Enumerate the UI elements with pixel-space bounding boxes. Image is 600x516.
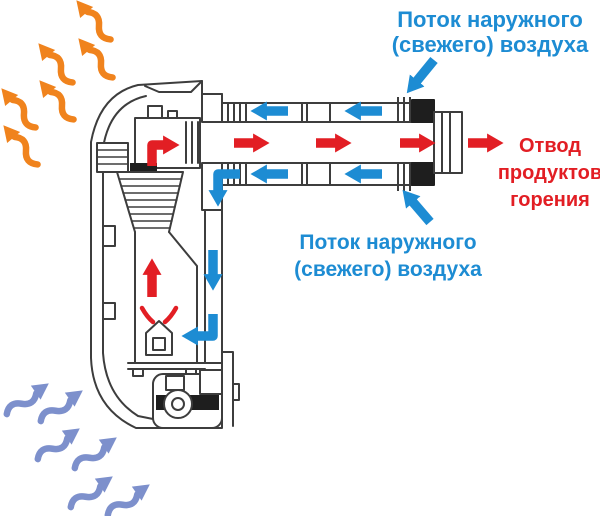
fin-funnel-hatch xyxy=(118,178,182,229)
exhaust-arrow-bend xyxy=(147,135,180,166)
exchanger-bracket-1 xyxy=(147,105,163,119)
fresh-arrow-junction-down xyxy=(208,169,240,207)
casing-top-step xyxy=(201,80,223,95)
warm-air-wavy-arrow xyxy=(32,38,78,89)
fresh-air-top-label-line1: Поток наружного xyxy=(397,7,583,32)
base-foot-1 xyxy=(132,368,144,377)
labels: Поток наружного (свежего) воздуха Поток … xyxy=(294,7,600,281)
fresh-arrow-to-burner xyxy=(181,314,218,346)
fresh-intake-diagonal-top xyxy=(406,56,438,94)
exhaust-label-line2: продуктов xyxy=(498,162,600,184)
fan-side-block xyxy=(199,369,223,395)
cool-air-wavy-arrow xyxy=(102,477,154,516)
fresh-air-flow-arrows xyxy=(181,56,438,346)
wall-pass-ribs xyxy=(397,97,411,191)
casing-outline xyxy=(90,80,223,429)
casing-inner-wall xyxy=(102,95,159,421)
cool-air-wavy-arrow xyxy=(69,430,121,474)
heat-exchanger-box xyxy=(134,117,201,169)
wall-seal-top xyxy=(411,99,435,123)
flue-connector-ribs xyxy=(185,121,199,164)
casing-top-inset xyxy=(144,81,202,93)
fresh-air-top-label-line2: (свежего) воздуха xyxy=(392,32,589,57)
exhaust-label-line3: горения xyxy=(510,189,590,211)
exchanger-seal-black xyxy=(130,163,157,171)
exhaust-label-line1: Отвод xyxy=(519,135,581,157)
fresh-air-bottom-label-line1: Поток наружного xyxy=(299,231,476,254)
pipe-end-cap-ribs xyxy=(441,112,451,173)
fresh-intake-diagonal-bottom xyxy=(402,189,434,226)
fin-channel-hatch xyxy=(97,149,128,165)
pipe-end-cap xyxy=(433,111,463,174)
burner-nozzle xyxy=(152,337,166,351)
warm-air-wavy-arrow xyxy=(70,0,116,46)
flue-flange-top xyxy=(201,93,223,123)
fan-hub-icon xyxy=(171,397,185,411)
fan-top-block xyxy=(165,375,185,391)
wall-seal-bottom xyxy=(411,162,435,186)
rear-column xyxy=(221,351,234,427)
cool-air-arrows xyxy=(1,376,154,516)
flame-icon xyxy=(139,305,179,325)
fin-funnel-outline xyxy=(116,171,184,233)
exchanger-bracket-2 xyxy=(167,110,178,119)
side-bracket-2 xyxy=(102,302,116,320)
pipe-section-joints xyxy=(301,103,331,185)
rear-tab xyxy=(232,383,240,401)
exhaust-flow-arrows xyxy=(142,133,504,297)
fresh-air-bottom-label-line2: (свежего) воздуха xyxy=(294,258,482,281)
side-bracket-1 xyxy=(102,225,116,247)
warm-air-wavy-arrow xyxy=(0,83,41,134)
